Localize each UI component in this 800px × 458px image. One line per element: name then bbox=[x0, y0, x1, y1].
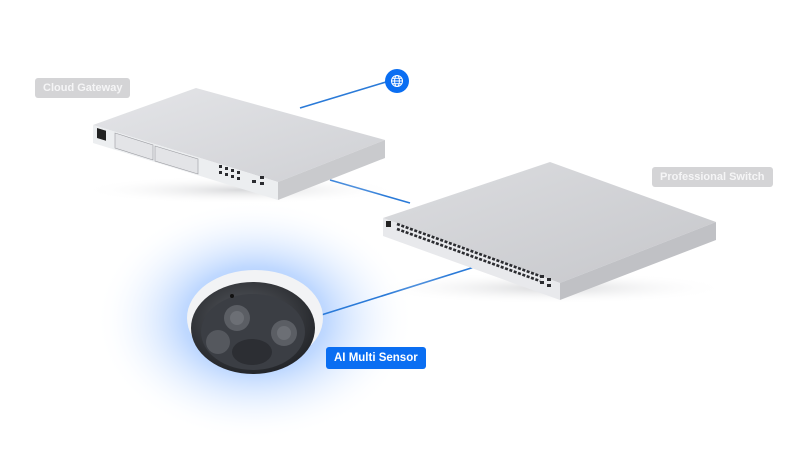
cloud-gateway-label: Cloud Gateway bbox=[35, 78, 131, 98]
professional-switch-device bbox=[370, 162, 730, 304]
ai-multi-sensor-device bbox=[187, 270, 323, 374]
globe-icon bbox=[391, 75, 403, 87]
ai-multi-sensor-label: AI Multi Sensor bbox=[326, 347, 426, 369]
internet-node bbox=[385, 69, 409, 93]
link-gateway-internet bbox=[299, 81, 387, 109]
professional-switch-label: Professional Switch bbox=[652, 167, 773, 187]
cloud-gateway-device bbox=[80, 88, 400, 204]
